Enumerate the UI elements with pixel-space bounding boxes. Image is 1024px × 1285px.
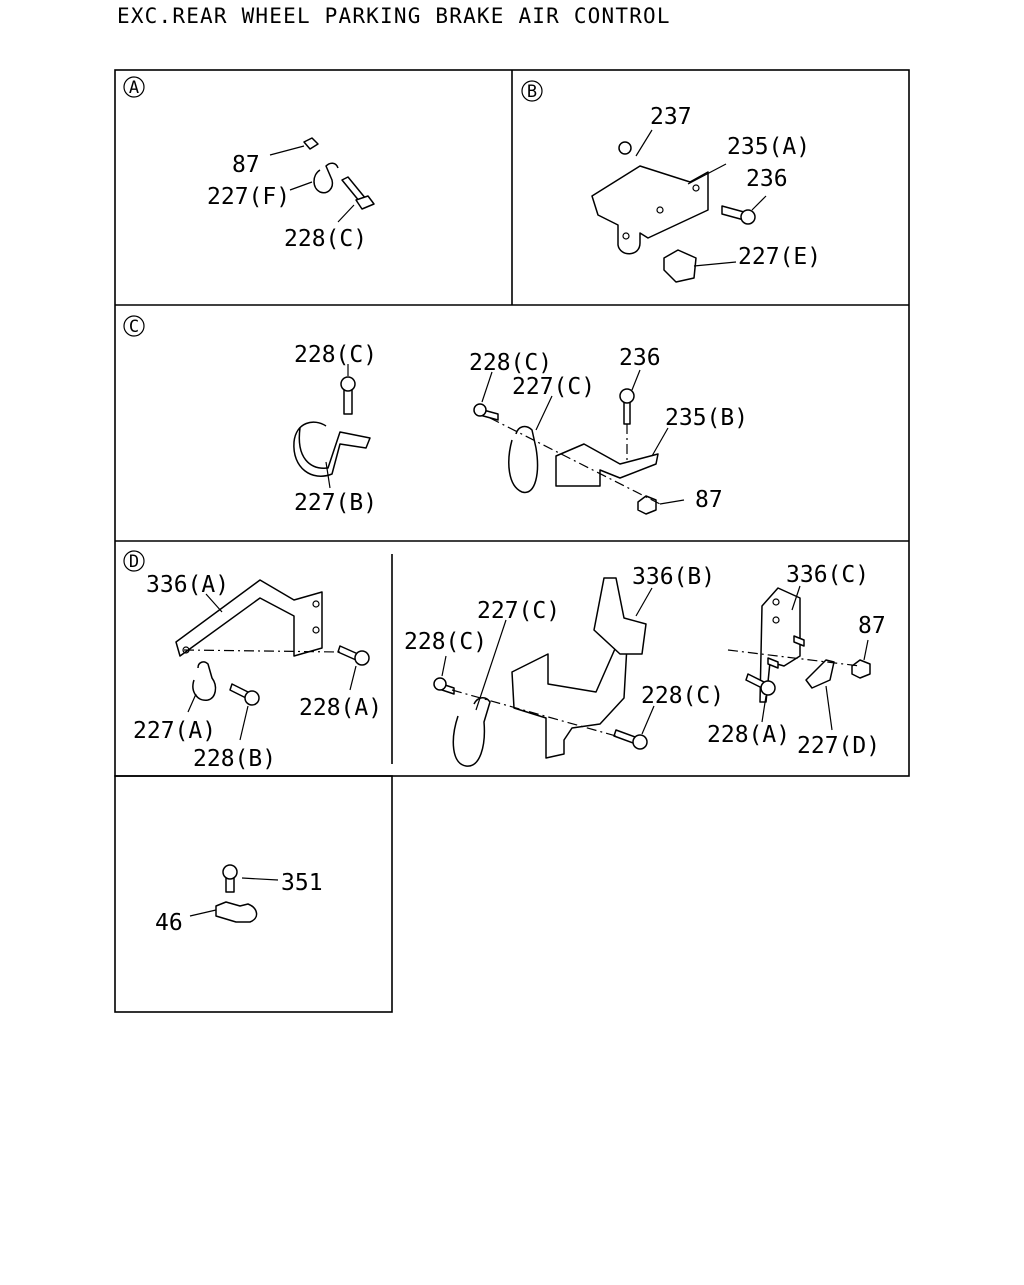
section-c-letter: C [129,317,139,337]
section-c-parts [293,364,685,515]
label-c-235b: 235(B) [665,405,748,431]
label-d-228a-1: 228(A) [299,695,382,721]
label-d-228c-2: 228(C) [641,683,724,709]
label-c-228c-2: 228(C) [469,350,552,376]
bracket-336b-base [511,627,629,759]
label-c-227c: 227(C) [512,374,595,400]
frame-lower-box [114,775,393,1013]
label-d-228c-1: 228(C) [404,629,487,655]
nut-87-d [851,659,871,679]
label-a-227f: 227(F) [207,184,290,210]
label-d-336a: 336(A) [146,572,229,598]
label-e-351: 351 [281,870,323,896]
section-a-parts [269,137,375,223]
clip-46 [215,901,258,923]
section-marker-b: B [521,80,543,102]
clip-227b [293,421,371,477]
label-d-228b: 228(B) [193,746,276,772]
clip-227c-c [508,425,539,493]
bracket-235b [555,443,659,487]
section-d-letter: D [129,552,139,572]
section-b-parts [591,129,767,283]
bracket-235a [591,165,709,255]
section-marker-a: A [123,76,145,98]
label-c-228c-1: 228(C) [294,342,377,368]
label-b-235a: 235(A) [727,134,810,160]
clip-227f [313,162,339,194]
label-d-227d: 227(D) [797,733,880,759]
label-c-227b: 227(B) [294,490,377,516]
label-b-236: 236 [746,166,788,192]
label-e-46: 46 [155,910,183,936]
clip-227c-d [452,697,491,767]
diagram-title: EXC.REAR WHEEL PARKING BRAKE AIR CONTROL [117,4,671,28]
clip-227a [192,661,217,701]
bolt-head-228c-a [355,195,375,210]
label-c-87: 87 [695,487,723,513]
label-a-228c: 228(C) [284,226,367,252]
nut-87-c [637,495,657,515]
section-d-right-parts [433,577,871,767]
section-d-left-parts [175,579,370,741]
bracket-336c [759,587,801,703]
clip-227d [805,659,835,689]
label-b-237: 237 [650,104,692,130]
section-marker-c: C [123,315,145,337]
label-d-227c: 227(C) [477,598,560,624]
label-d-336b: 336(B) [632,564,715,590]
bracket-336b-top [593,577,647,655]
label-d-228a-2: 228(A) [707,722,790,748]
clip-227e [663,249,697,283]
section-marker-d: D [123,550,145,572]
label-d-336c: 336(C) [786,562,869,588]
frame-grid [114,69,910,1013]
nut-87-a [303,137,319,150]
nut-237 [618,141,632,155]
label-a-87: 87 [232,152,260,178]
section-a-letter: A [129,78,139,98]
label-d-227a: 227(A) [133,718,216,744]
label-c-236: 236 [619,345,661,371]
label-b-227e: 227(E) [738,244,821,270]
label-d-87: 87 [858,613,886,639]
lower-box-parts [189,864,279,923]
section-b-letter: B [527,82,537,102]
